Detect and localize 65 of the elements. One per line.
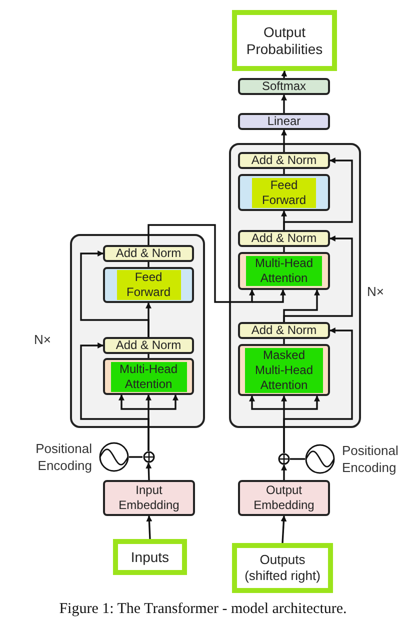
- embedding-box: [103, 480, 195, 516]
- box-label: Output Embedding: [252, 483, 316, 513]
- box-label: Output Probabilities: [245, 24, 324, 58]
- arrow: [281, 464, 287, 480]
- arrow: [146, 462, 152, 480]
- node-caption: Positional Encoding: [342, 442, 400, 476]
- encoder-block: [70, 234, 205, 428]
- box-label: Add & Norm: [251, 153, 317, 168]
- arrow: [281, 129, 287, 152]
- input-box: [113, 539, 187, 575]
- arrow: [283, 158, 353, 230]
- box-label: Multi-Head Attention: [110, 362, 186, 392]
- repeat-label: N×: [367, 283, 385, 300]
- sine-wave-circle: [99, 442, 129, 472]
- figure-caption: Figure 1: The Transformer - model architecture.: [59, 601, 347, 617]
- repeat-label: N×: [34, 331, 52, 348]
- box-label: Linear: [267, 114, 301, 129]
- add-norm-box: [103, 337, 194, 354]
- sine-wave-circle: [305, 444, 335, 474]
- box-label: Multi-Head Attention: [246, 256, 322, 286]
- box-label: Inputs: [130, 548, 170, 566]
- arrow: [80, 250, 150, 337]
- connector-line: [283, 247, 285, 252]
- feed-forward-box: [103, 267, 194, 303]
- arrow: [80, 342, 150, 451]
- output-box: [232, 543, 333, 593]
- arrow: [280, 515, 287, 544]
- add-norm-box: [103, 245, 194, 262]
- arrow: [281, 70, 288, 78]
- box-label: Add & Norm: [116, 246, 182, 261]
- box-label: Softmax: [262, 79, 306, 94]
- add-norm-box: [238, 322, 330, 339]
- box-label: Feed Forward: [116, 270, 180, 300]
- arrow: [281, 94, 287, 113]
- embedding-box: [238, 480, 330, 516]
- connector-line: [283, 339, 285, 344]
- connector-line: [148, 262, 150, 267]
- arrow: [146, 515, 152, 540]
- output-box: [232, 10, 337, 71]
- box-label: Masked Multi-Head Attention: [245, 348, 323, 392]
- attention-box: [238, 252, 330, 290]
- arrow: [283, 328, 353, 453]
- arrow: [148, 224, 286, 303]
- box-label: Input Embedding: [118, 483, 180, 513]
- arrow: [283, 236, 353, 322]
- box-label: Add & Norm: [251, 231, 317, 246]
- plus-circle: [142, 451, 154, 463]
- decoder-block: [229, 143, 361, 428]
- connector-line: [290, 458, 305, 460]
- linear-box: [238, 113, 330, 130]
- softmax-box: [238, 78, 330, 95]
- attention-box: [103, 358, 194, 395]
- connector-line: [129, 456, 142, 458]
- attention-box: [238, 344, 330, 396]
- feed-forward-box: [238, 174, 330, 211]
- connector-line: [148, 354, 150, 358]
- node-caption: Positional Encoding: [34, 440, 92, 474]
- add-norm-box: [238, 152, 330, 169]
- plus-circle: [278, 453, 290, 465]
- box-label: Feed Forward: [252, 178, 316, 208]
- box-label: Add & Norm: [251, 323, 317, 338]
- box-label: Outputs (shifted right): [244, 552, 322, 584]
- box-label: Add & Norm: [116, 338, 182, 353]
- add-norm-box: [238, 230, 330, 247]
- connector-line: [283, 169, 285, 174]
